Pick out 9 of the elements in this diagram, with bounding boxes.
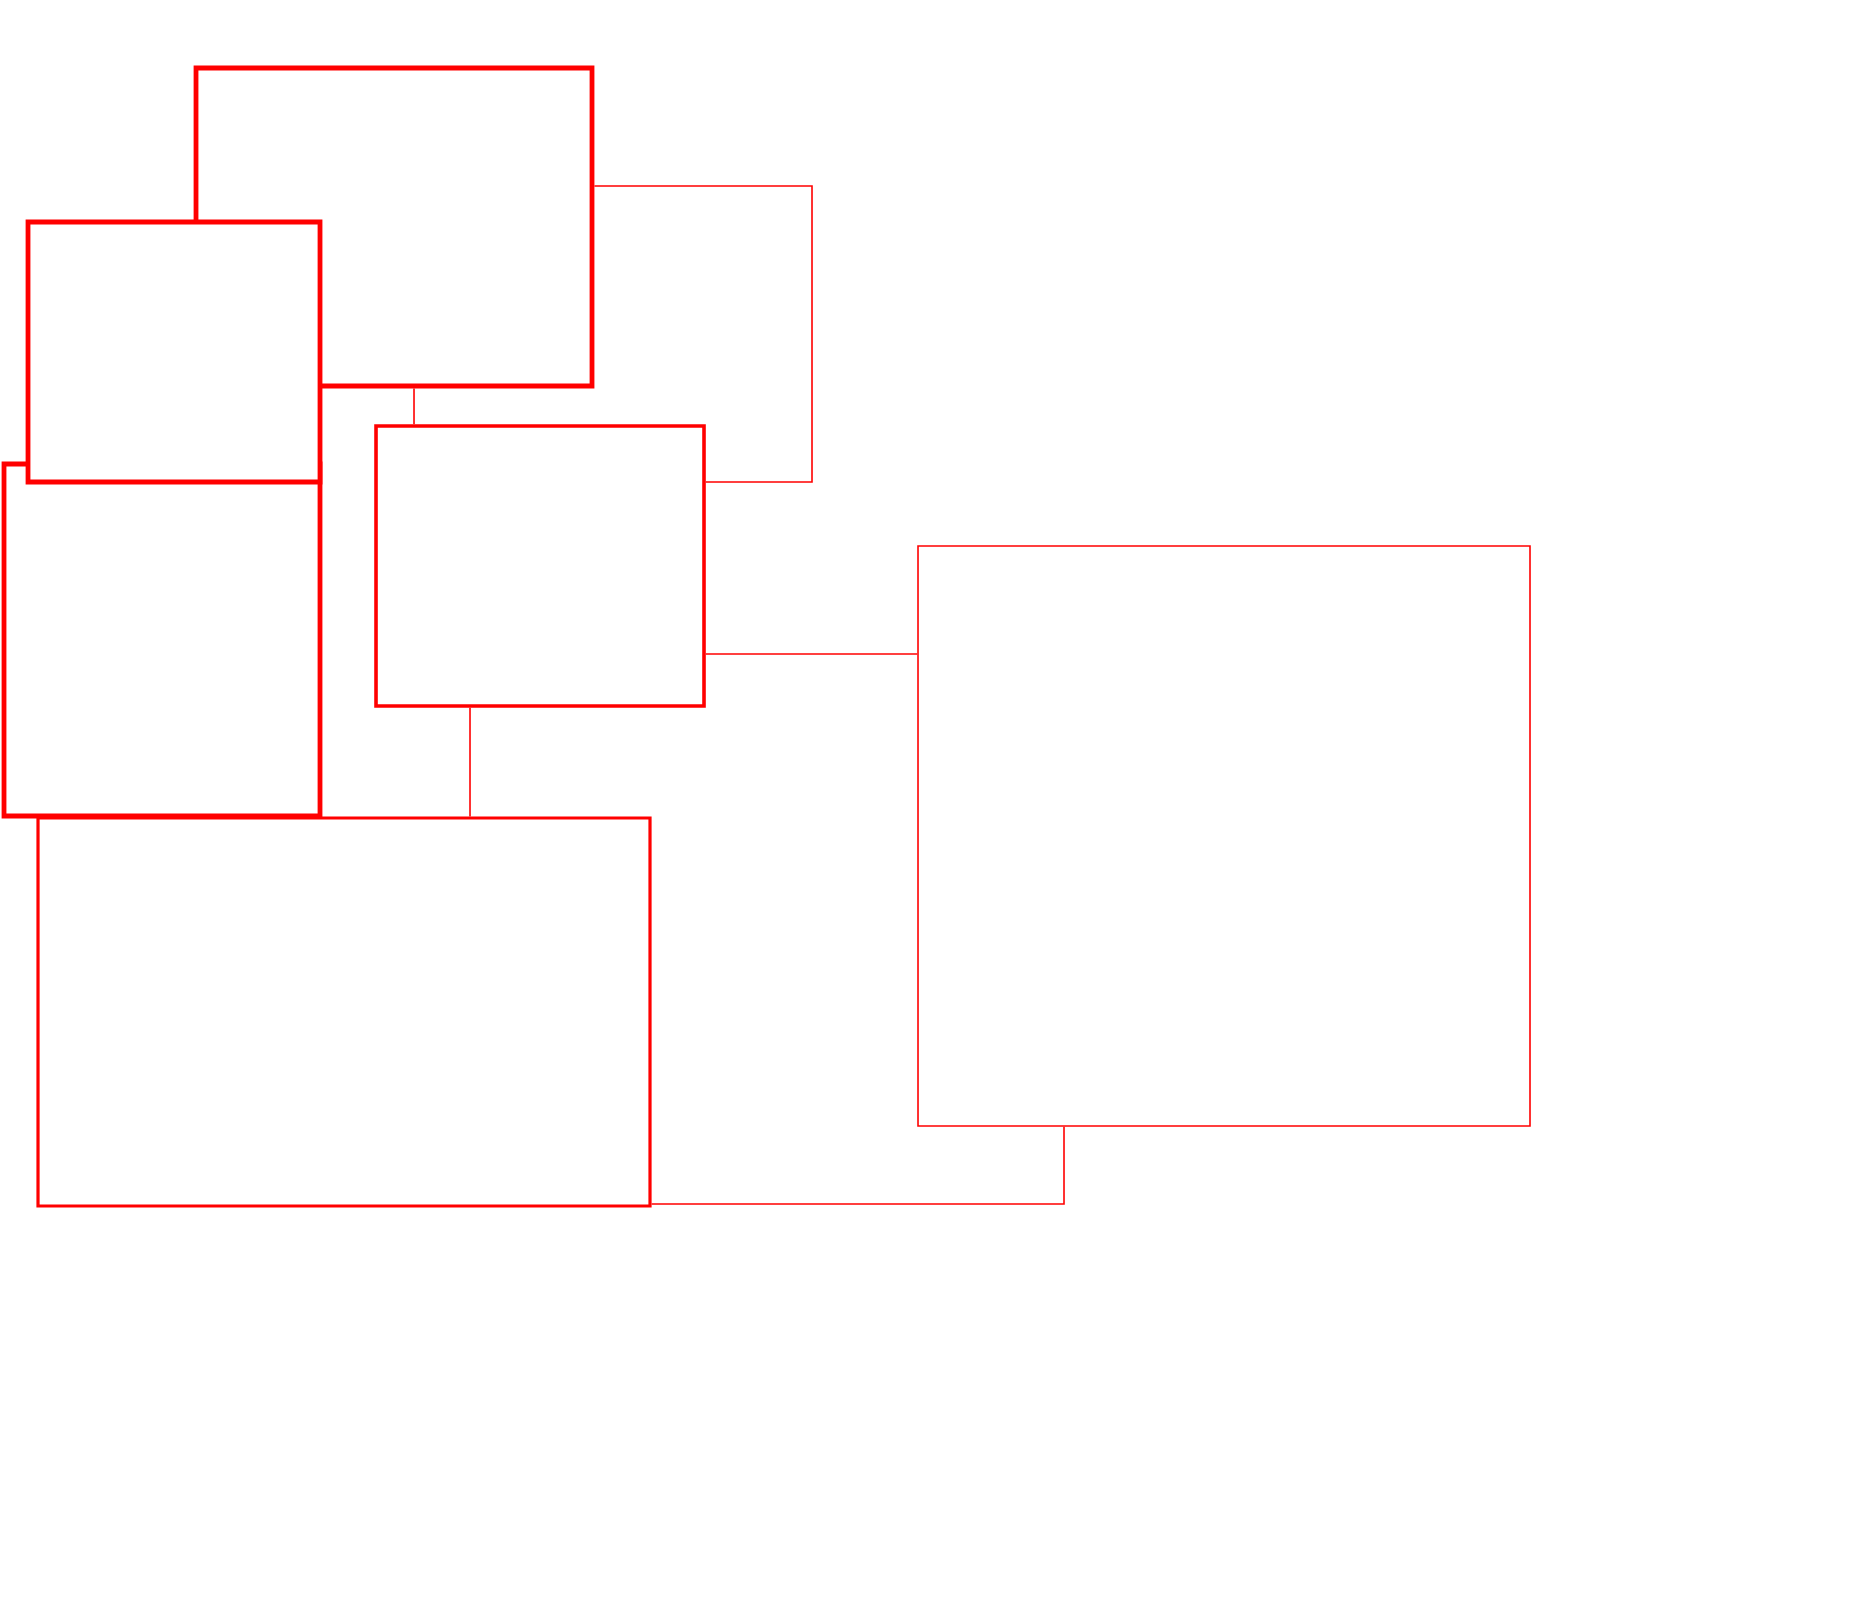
- connector-line: [469, 707, 471, 818]
- connector-line: [705, 653, 918, 655]
- box: [1, 461, 323, 819]
- connector-line: [593, 185, 813, 483]
- connector-line: [650, 1126, 1065, 1205]
- box: [374, 424, 706, 708]
- connector-line: [413, 387, 415, 425]
- box: [25, 219, 323, 485]
- box: [917, 545, 1531, 1127]
